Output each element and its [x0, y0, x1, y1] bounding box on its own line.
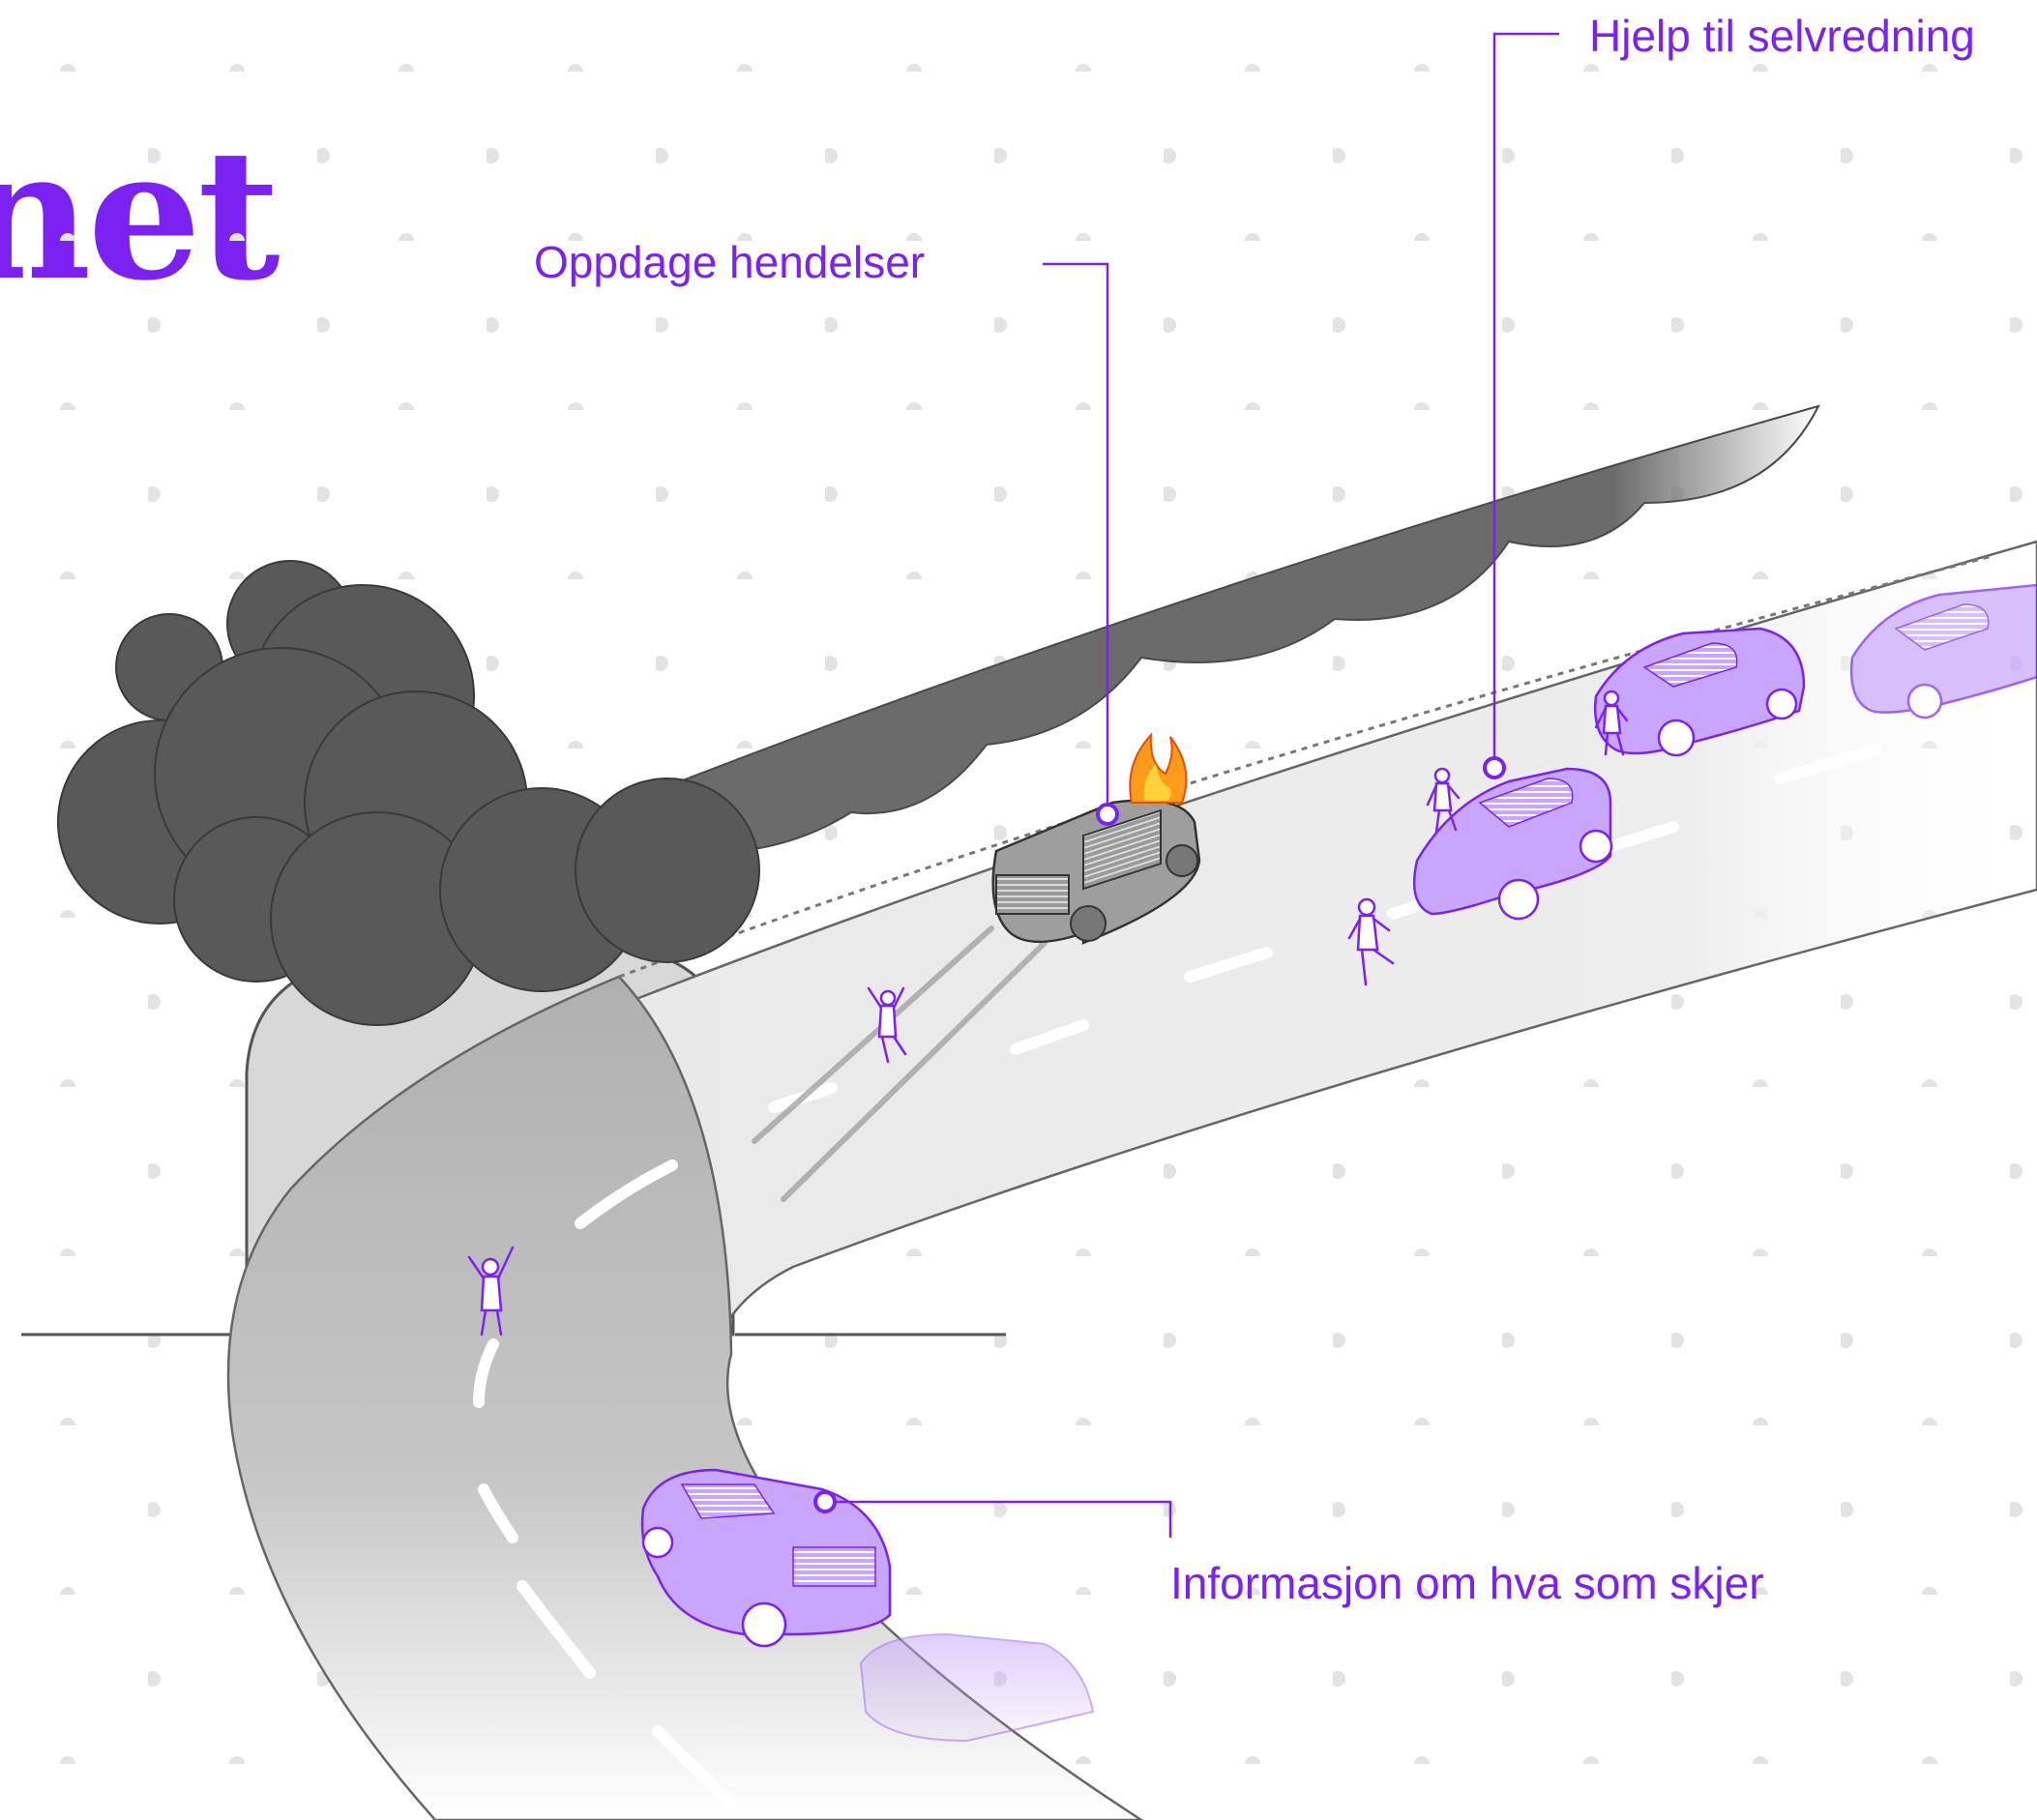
callout-detect-label: Oppdage hendelser	[534, 240, 925, 284]
callout-marker-icon	[1098, 805, 1117, 824]
callout-marker-icon	[1485, 758, 1504, 778]
callout-marker-icon	[815, 1492, 835, 1512]
callout-self-rescue-label: Hjelp til selvredning	[1589, 14, 1975, 58]
callout-information-label: Informasjon om hva som skjer	[1170, 1561, 1764, 1605]
